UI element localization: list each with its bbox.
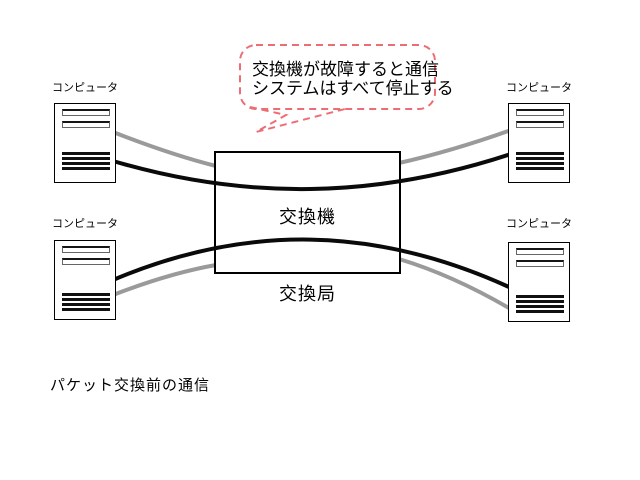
vent-line-icon (62, 298, 110, 301)
drive-slot-icon (62, 121, 110, 128)
computer-top-right (508, 103, 570, 183)
drive-slot-icon (516, 109, 564, 116)
vent-line-icon (516, 167, 564, 170)
vent-line-icon (62, 293, 110, 296)
vent-line-icon (516, 157, 564, 160)
vent-line-icon (62, 303, 110, 306)
computer-bottom-left (54, 240, 116, 320)
cable-black-bottom (112, 237, 510, 289)
drive-slot-icon (62, 258, 110, 265)
computer-label-bottom-right: コンピュータ (506, 218, 572, 230)
cable-gray-bottom-left (112, 263, 217, 297)
vent-line-icon (62, 162, 110, 165)
drive-slot-icon (62, 109, 110, 116)
cable-gray-top-right (398, 128, 512, 165)
computer-label-top-left: コンピュータ (52, 82, 118, 94)
vent-line-icon (516, 305, 564, 308)
computer-label-top-right: コンピュータ (506, 82, 572, 94)
switch-box (214, 151, 401, 274)
cable-gray-top-left (112, 130, 217, 168)
vent-line-icon (516, 300, 564, 303)
drive-slot-icon (516, 248, 564, 255)
callout-bubble-outline (239, 44, 436, 110)
drive-slot-icon (516, 121, 564, 128)
callout-text-line2: システムはすべて停止する (252, 79, 454, 98)
switch-station-label: 交換局 (279, 284, 336, 304)
computer-label-bottom-left: コンピュータ (52, 218, 118, 230)
vent-line-icon (516, 310, 564, 313)
diagram-caption: パケット交換前の通信 (50, 377, 211, 394)
callout-text: 交換機が故障すると通信 システムはすべて停止する (252, 60, 454, 98)
computer-top-left (54, 103, 116, 183)
vent-line-icon (62, 167, 110, 170)
callout-text-line1: 交換機が故障すると通信 (252, 60, 439, 79)
vent-line-icon (62, 152, 110, 155)
vent-line-icon (62, 157, 110, 160)
vent-line-icon (62, 308, 110, 311)
vent-line-icon (516, 152, 564, 155)
vent-line-icon (516, 295, 564, 298)
computer-bottom-right (508, 242, 570, 322)
switch-box-label: 交換機 (279, 207, 336, 227)
vent-line-icon (516, 162, 564, 165)
cable-gray-bottom-right (398, 257, 511, 310)
drive-slot-icon (62, 246, 110, 253)
callout-bubble-tail (249, 106, 346, 133)
cable-black-top (112, 152, 512, 192)
drive-slot-icon (516, 260, 564, 267)
